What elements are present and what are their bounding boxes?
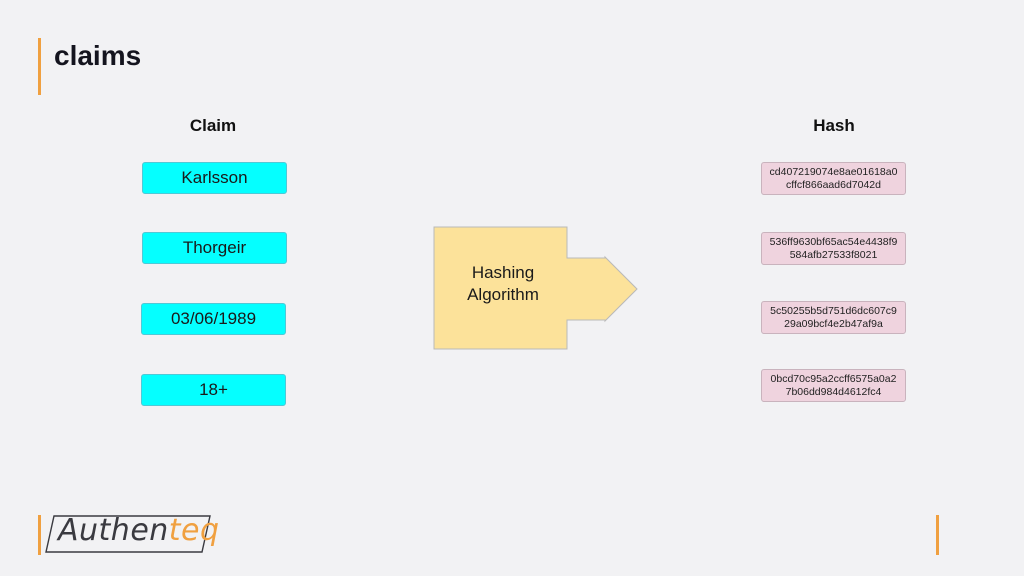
hash-box-birthdate: 5c50255b5d751d6dc607c9 29a09bcf4e2b47af9… [761, 301, 906, 334]
slide-title: claims [54, 40, 142, 71]
logo-text-main: Authen [58, 513, 169, 548]
hash-box-surname: cd407219074e8ae01618a0 cffcf866aad6d7042… [761, 162, 906, 195]
claim-box-birthdate: 03/06/1989 [141, 303, 286, 335]
hash-box-given-name: 536ff9630bf65ac54e4438f9 584afb27533f802… [761, 232, 906, 265]
footer-left-accent-bar [38, 515, 41, 555]
footer-right-accent-bar [936, 515, 939, 555]
logo-text-highlight: teq [168, 513, 220, 548]
claim-box-given-name: Thorgeir [142, 232, 287, 264]
hash-column-header: Hash [813, 116, 855, 135]
title-accent-bar [38, 38, 41, 95]
hash-box-age: 0bcd70c95a2ccff6575a0a2 7b06dd984d4612fc… [761, 369, 906, 402]
hashing-algorithm-label: Hashing Algorithm [467, 263, 539, 304]
hashing-algorithm-arrow-shape [433, 226, 638, 350]
authenteq-logo-wordmark: Authenteq [58, 513, 220, 548]
authenteq-logo-frame [45, 515, 211, 553]
claim-box-age: 18+ [141, 374, 286, 406]
claim-column-header: Claim [189, 116, 237, 135]
claim-box-surname: Karlsson [142, 162, 287, 194]
algorithm-arrow-body [433, 226, 638, 350]
